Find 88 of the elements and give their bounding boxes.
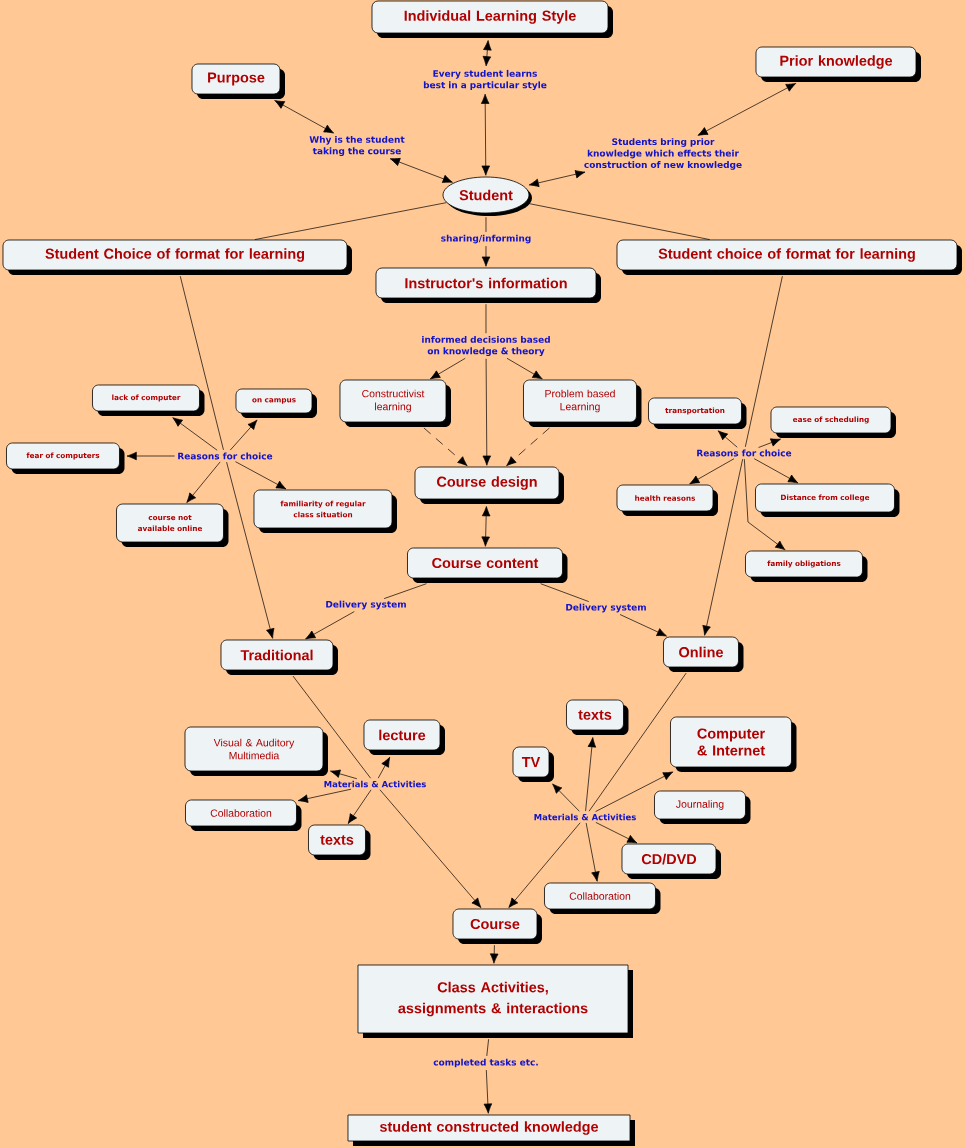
concept-box: lecture [363, 719, 445, 755]
concept-box: student constructed knowledge [347, 1114, 635, 1146]
connector-line [540, 583, 590, 602]
concept-box: Collaboration [544, 882, 661, 914]
arrow [389, 158, 453, 183]
linking-phrase: Students bring prior knowledge which effects their construction of new knowledge [584, 138, 742, 170]
arrow [235, 461, 287, 490]
arrow [126, 451, 175, 461]
connector-line [292, 675, 371, 779]
arrow [506, 357, 543, 380]
arrow [347, 789, 372, 824]
linking-phrase: Why is the student taking the course [309, 135, 405, 157]
arrow [585, 822, 600, 882]
arrow [305, 611, 355, 640]
concept-box: Purpose [191, 63, 285, 99]
arrow [482, 358, 491, 466]
concept-box: CD/DVD [621, 843, 721, 879]
linking-phrase: sharing/informing [441, 234, 531, 244]
arrow [697, 83, 797, 136]
arrow [758, 438, 781, 448]
arrow [490, 944, 499, 964]
concept-box: Student choice of format for learning [616, 239, 962, 275]
concept-box: Prior knowledge [755, 46, 921, 82]
arrow [508, 822, 581, 908]
arrow [595, 771, 674, 812]
connector-line [528, 203, 711, 240]
arrow [753, 458, 799, 484]
connector-line [179, 275, 224, 451]
concept-box: Individual Learning Style [371, 0, 613, 38]
arrow [552, 783, 580, 812]
arrow [229, 419, 258, 451]
concept-box: Course content [407, 547, 568, 583]
concept-box: Collaboration [185, 799, 302, 831]
concept-box: Course [452, 908, 542, 944]
arrow [481, 506, 491, 547]
arrow [172, 417, 218, 451]
linking-phrase: Reasons for choice [697, 449, 792, 457]
concept-box: Constructivist learning [339, 379, 451, 427]
arrow [482, 40, 492, 67]
concept-box: Journaling [654, 790, 751, 824]
concept-box: Student Choice of format for learning [2, 239, 352, 275]
connector-line [485, 303, 487, 334]
arrow [226, 461, 275, 639]
arrow [186, 461, 221, 503]
concept-box: Class Activities, assignments & interactions [357, 964, 633, 1038]
concept-box: texts [308, 824, 371, 860]
concept-box: Computer & Internet [670, 716, 797, 772]
concept-box: Course design [414, 466, 564, 504]
arrow [585, 737, 597, 812]
linking-phrase: Materials & Activities [324, 780, 426, 788]
arrow [274, 100, 334, 134]
connector-line [745, 275, 783, 448]
arrow [702, 458, 743, 636]
connector-line [486, 1038, 489, 1057]
arrow [481, 93, 490, 176]
linking-phrase: Materials & Activities [534, 813, 636, 821]
arrow [423, 427, 468, 467]
arrow [330, 769, 358, 780]
arrow [483, 1069, 493, 1114]
concept-box: Problem based Learning [523, 379, 642, 427]
concept-box: Traditional [220, 639, 338, 675]
arrow [619, 614, 667, 637]
concept-box: TV [512, 746, 554, 782]
arrow [744, 458, 786, 551]
arrow [595, 822, 638, 844]
concept-box: Instructor's information [375, 267, 601, 303]
concept-box: Online [663, 636, 744, 672]
linking-phrase: Every student learns best in a particular style [423, 69, 547, 91]
linking-phrase: Delivery system [326, 600, 406, 610]
arrow [481, 245, 491, 267]
connector-line [254, 202, 447, 240]
arrow [379, 789, 482, 908]
connector-line [588, 672, 687, 812]
linking-phrase: Reasons for choice [178, 452, 273, 460]
linking-phrase: completed tasks etc. [433, 1058, 538, 1068]
arrow [717, 430, 738, 448]
concept-box: texts [566, 699, 629, 735]
arrow [429, 357, 466, 380]
connector-line [383, 583, 427, 599]
connector-line [485, 216, 487, 233]
arrow [528, 170, 586, 187]
concept-box: Visual & Auditory Multimedia [184, 726, 328, 776]
linking-phrase: Delivery system [566, 603, 646, 613]
arrow [377, 756, 391, 779]
linking-phrase: informed decisions based on knowledge & theory [422, 335, 550, 357]
arrow [297, 788, 352, 803]
arrow [506, 427, 550, 467]
arrow [689, 458, 735, 485]
